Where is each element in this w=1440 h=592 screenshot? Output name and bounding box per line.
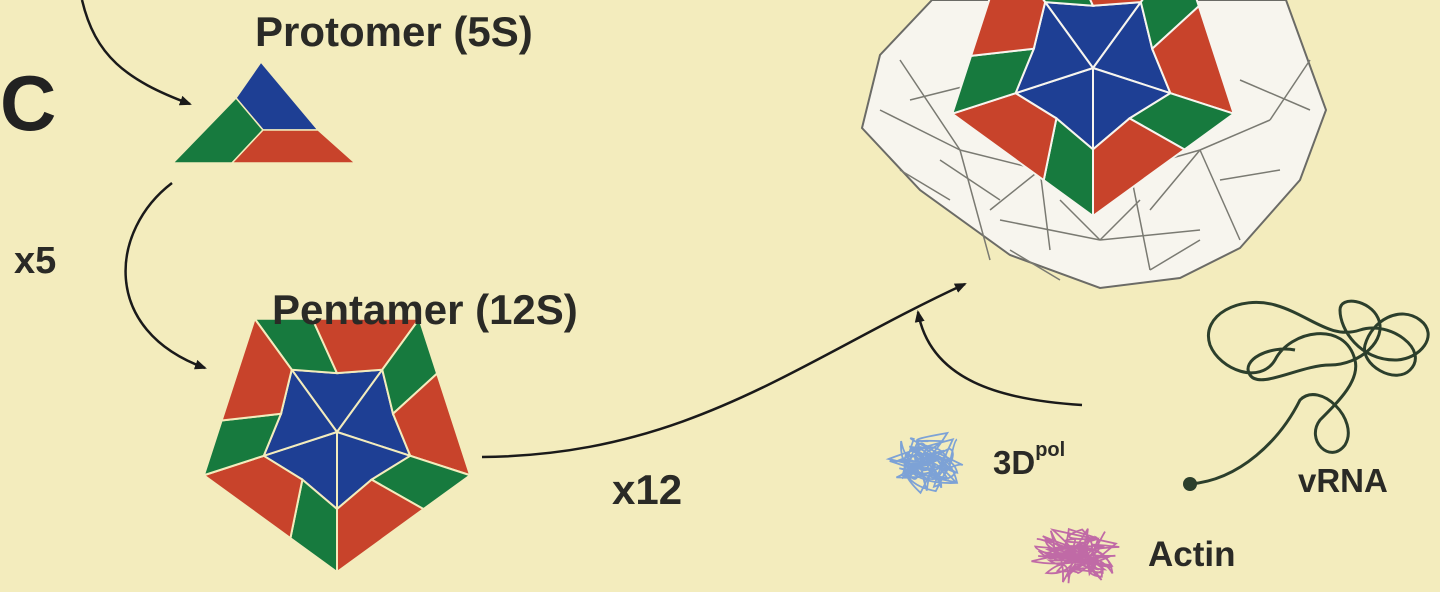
capsid-lattice-line bbox=[1149, 239, 1201, 271]
polymerase-label: 3Dpol bbox=[993, 439, 1065, 482]
vrna-label: vRNA bbox=[1298, 462, 1388, 499]
capsid-lattice-line bbox=[1239, 79, 1311, 111]
capsid-lattice-line bbox=[1099, 229, 1201, 241]
pentamer-pentagon bbox=[201, 316, 473, 574]
capsid-colored-pentamer bbox=[950, 0, 1236, 218]
pentamer-red-piece bbox=[220, 316, 293, 422]
polymerase-label-superscript: pol bbox=[1035, 439, 1066, 461]
components-to-capsid-arrow bbox=[914, 310, 1083, 407]
capsid-lattice-line bbox=[899, 59, 961, 151]
capsid-lattice-line bbox=[1199, 149, 1241, 241]
pentamer-red-piece bbox=[1089, 0, 1144, 7]
pentamer-red-piece bbox=[969, 0, 1047, 57]
capsid-lattice-line bbox=[1219, 169, 1281, 181]
vrna-strand-icon bbox=[1183, 299, 1430, 491]
incoming-arrow bbox=[80, 0, 192, 106]
capsid-lattice-line bbox=[1269, 59, 1311, 121]
panel-letter: C bbox=[0, 59, 57, 147]
polymerase-blob-icon bbox=[885, 431, 964, 495]
polymerase-label-base: 3D bbox=[993, 444, 1036, 481]
scribble-path bbox=[1031, 527, 1120, 584]
capsid-lattice-line bbox=[1009, 249, 1061, 281]
actin-blob-icon bbox=[1031, 527, 1120, 584]
pentamer-label: Pentamer (12S) bbox=[272, 286, 578, 333]
capsid-lattice-line bbox=[1199, 119, 1271, 151]
capsid-lattice-line bbox=[999, 219, 1101, 241]
protomer-to-pentamer-arrow bbox=[124, 182, 207, 370]
capsid-lattice-line bbox=[939, 159, 1001, 201]
protomer-triangle bbox=[171, 60, 357, 164]
capsid-lattice-line bbox=[1099, 199, 1141, 241]
capsid-lattice-line bbox=[959, 149, 991, 261]
capsid-lattice-line bbox=[1149, 149, 1201, 211]
pentamer-green-piece bbox=[1042, 0, 1095, 7]
pentamer-to-capsid-arrow bbox=[481, 282, 967, 459]
capsid-lattice-line bbox=[989, 169, 1041, 211]
actin-label: Actin bbox=[1148, 535, 1236, 574]
capsid-icosahedron bbox=[860, 0, 1328, 290]
protomer-label: Protomer (5S) bbox=[255, 8, 533, 55]
capsid-lattice-line bbox=[879, 109, 961, 151]
x5-multiplier-label: x5 bbox=[14, 240, 57, 282]
capsid-lattice-line bbox=[1059, 199, 1101, 241]
capsid-lattice-line bbox=[899, 169, 951, 201]
capsid-lattice-line bbox=[1039, 169, 1051, 251]
x12-multiplier-label: x12 bbox=[612, 466, 683, 513]
scribble-path bbox=[885, 431, 964, 495]
